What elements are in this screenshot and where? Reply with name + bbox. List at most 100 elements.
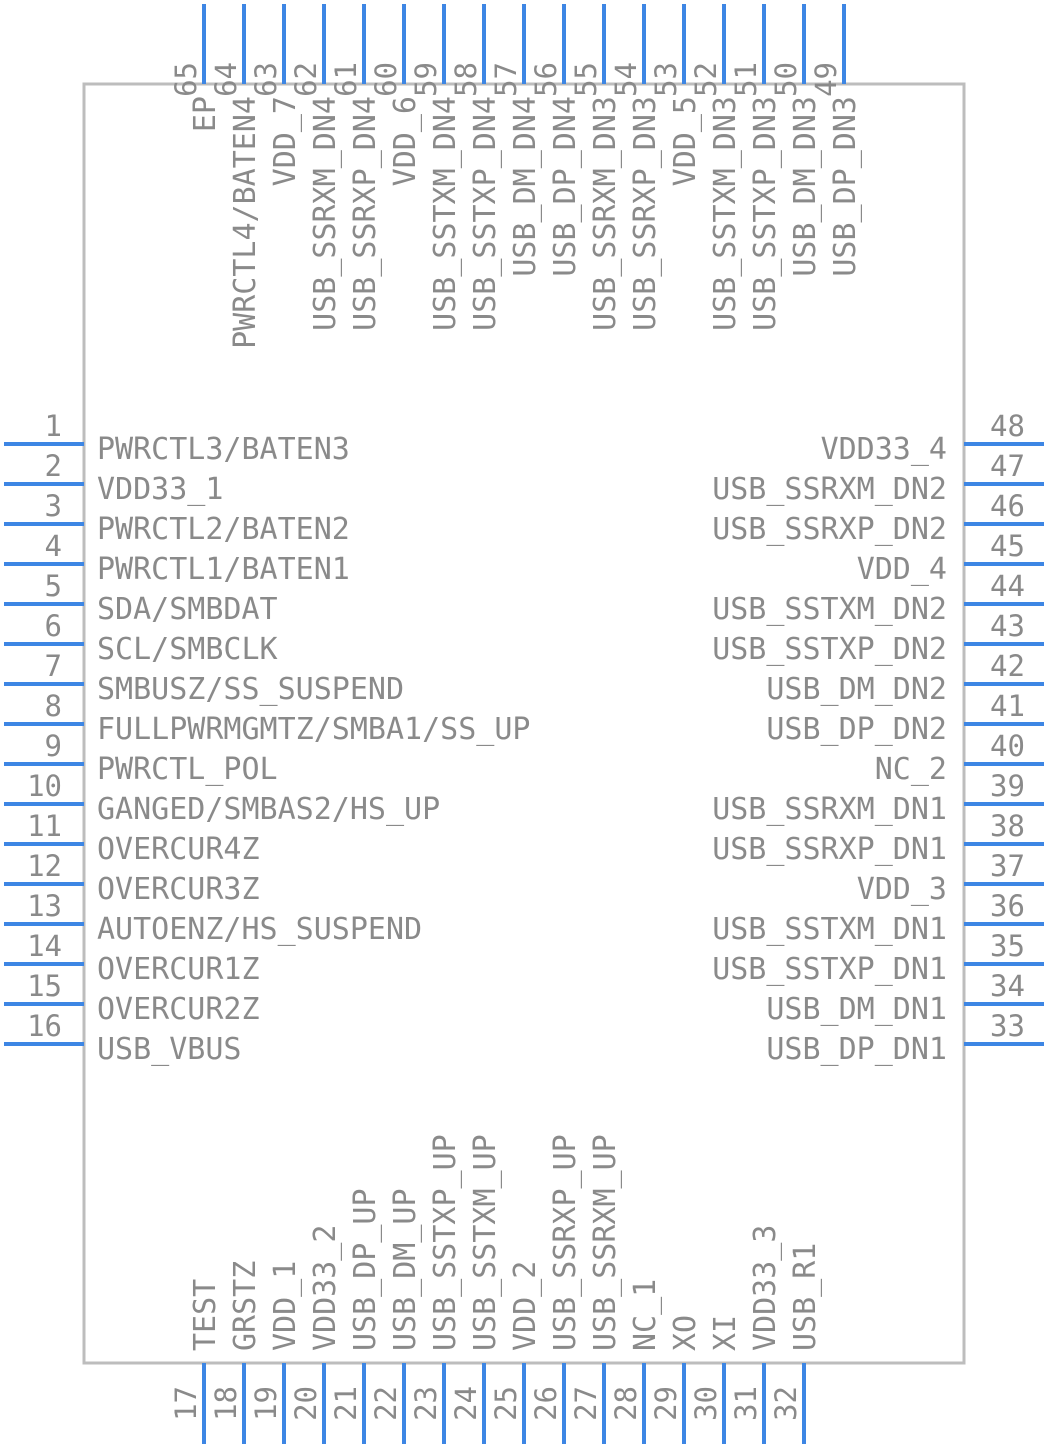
pin-number-58: 58 <box>449 62 483 97</box>
pin-number-40: 40 <box>990 729 1025 763</box>
pin-number-39: 39 <box>990 769 1025 803</box>
pin-label-usb-sstxm-dn3: USB_SSTXM_DN3 <box>708 96 743 331</box>
pin-label-vdd-5: VDD_5 <box>668 96 703 186</box>
pin-number-48: 48 <box>990 409 1025 443</box>
pin-label-usb-dp-dn4: USB_DP_DN4 <box>548 96 583 277</box>
pin-number-42: 42 <box>990 649 1025 683</box>
pin-label-usb-sstxp-up: USB_SSTXP_UP <box>428 1134 463 1351</box>
pin-number-41: 41 <box>990 689 1025 723</box>
pin-number-12: 12 <box>27 849 62 883</box>
pin-number-18: 18 <box>209 1386 243 1421</box>
pin-number-16: 16 <box>27 1009 62 1043</box>
pin-number-53: 53 <box>649 62 683 97</box>
pin-label-usb-ssrxp-up: USB_SSRXP_UP <box>548 1134 583 1351</box>
pin-number-17: 17 <box>169 1386 203 1421</box>
pin-number-54: 54 <box>609 62 643 97</box>
pin-number-8: 8 <box>45 689 62 723</box>
pin-label-pwrctl1-baten1: PWRCTL1/BATEN1 <box>97 552 350 587</box>
pin-number-24: 24 <box>449 1386 483 1421</box>
pin-label-vdd-1: VDD_1 <box>268 1261 303 1351</box>
pin-label-usb-ssrxm-dn1: USB_SSRXM_DN1 <box>712 792 947 827</box>
pin-number-61: 61 <box>329 62 363 97</box>
pin-label-xo: XO <box>668 1315 703 1351</box>
pin-number-29: 29 <box>649 1386 683 1421</box>
pin-label-usb-vbus: USB_VBUS <box>97 1032 242 1067</box>
pin-number-27: 27 <box>569 1386 603 1421</box>
pin-label-sda-smbdat: SDA/SMBDAT <box>97 592 278 627</box>
pin-label-smbusz-ss-suspend: SMBUSZ/SS_SUSPEND <box>97 672 404 707</box>
pin-number-23: 23 <box>409 1386 443 1421</box>
pin-number-43: 43 <box>990 609 1025 643</box>
pin-number-22: 22 <box>369 1386 403 1421</box>
pin-label-nc-2: NC_2 <box>875 752 947 787</box>
pin-number-47: 47 <box>990 449 1025 483</box>
pin-number-31: 31 <box>729 1386 763 1421</box>
pin-label-vdd33-1: VDD33_1 <box>97 472 223 507</box>
pin-number-26: 26 <box>529 1386 563 1421</box>
pin-number-15: 15 <box>27 969 62 1003</box>
pin-label-usb-ssrxm-dn2: USB_SSRXM_DN2 <box>712 472 947 507</box>
pin-label-xi: XI <box>708 1315 743 1351</box>
pin-label-nc-1: NC_1 <box>628 1279 663 1351</box>
pin-label-usb-sstxp-dn3: USB_SSTXP_DN3 <box>748 96 783 331</box>
pin-label-scl-smbclk: SCL/SMBCLK <box>97 632 278 667</box>
pin-label-usb-ssrxm-dn3: USB_SSRXM_DN3 <box>588 96 623 331</box>
pin-label-usb-dp-dn2: USB_DP_DN2 <box>766 712 947 747</box>
pin-label-overcur1z: OVERCUR1Z <box>97 952 260 987</box>
pin-number-1: 1 <box>45 409 62 443</box>
pin-number-44: 44 <box>990 569 1025 603</box>
pin-label-vdd33-3: VDD33_3 <box>748 1225 783 1351</box>
pin-label-test: TEST <box>188 1279 223 1351</box>
pin-label-usb-sstxp-dn4: USB_SSTXP_DN4 <box>468 96 503 331</box>
pin-number-59: 59 <box>409 62 443 97</box>
pin-label-vdd-7: VDD_7 <box>268 96 303 186</box>
pin-number-51: 51 <box>729 62 763 97</box>
pin-number-50: 50 <box>769 62 803 97</box>
pin-number-37: 37 <box>990 849 1025 883</box>
pin-label-grstz: GRSTZ <box>228 1261 263 1351</box>
pin-label-usb-dm-dn2: USB_DM_DN2 <box>766 672 947 707</box>
pin-number-36: 36 <box>990 889 1025 923</box>
pin-number-3: 3 <box>45 489 62 523</box>
pin-label-pwrctl2-baten2: PWRCTL2/BATEN2 <box>97 512 350 547</box>
pin-label-vdd33-2: VDD33_2 <box>308 1225 343 1351</box>
pin-label-pwrctl4-baten4: PWRCTL4/BATEN4 <box>228 96 263 349</box>
pin-label-usb-r1: USB_R1 <box>788 1243 823 1351</box>
pin-number-2: 2 <box>45 449 62 483</box>
pin-label-usb-sstxm-dn1: USB_SSTXM_DN1 <box>712 912 947 947</box>
ic-body-outline <box>82 82 966 1365</box>
pin-number-55: 55 <box>569 62 603 97</box>
pin-label-usb-ssrxp-dn4: USB_SSRXP_DN4 <box>348 96 383 331</box>
pin-number-32: 32 <box>769 1386 803 1421</box>
pin-number-13: 13 <box>27 889 62 923</box>
pin-number-25: 25 <box>489 1386 523 1421</box>
pin-number-34: 34 <box>990 969 1025 1003</box>
pin-number-11: 11 <box>27 809 62 843</box>
pin-label-usb-ssrxp-dn2: USB_SSRXP_DN2 <box>712 512 947 547</box>
pin-label-usb-dp-dn3: USB_DP_DN3 <box>828 96 863 277</box>
pin-number-65: 65 <box>169 62 203 97</box>
pin-number-10: 10 <box>27 769 62 803</box>
pin-number-7: 7 <box>45 649 62 683</box>
pin-label-usb-dp-dn1: USB_DP_DN1 <box>766 1032 947 1067</box>
pin-label-fullpwrmgmtz-smba1-ss-up: FULLPWRMGMTZ/SMBA1/SS_UP <box>97 712 530 747</box>
pin-label-overcur3z: OVERCUR3Z <box>97 872 260 907</box>
pin-number-38: 38 <box>990 809 1025 843</box>
pin-label-usb-ssrxm-up: USB_SSRXM_UP <box>588 1134 623 1351</box>
pin-number-19: 19 <box>249 1386 283 1421</box>
pin-number-56: 56 <box>529 62 563 97</box>
pin-number-9: 9 <box>45 729 62 763</box>
pin-label-usb-dm-dn3: USB_DM_DN3 <box>788 96 823 277</box>
pin-number-4: 4 <box>45 529 62 563</box>
pins-layer: 1PWRCTL3/BATEN32VDD33_13PWRCTL2/BATEN24P… <box>4 4 1044 1444</box>
pin-label-usb-sstxp-dn1: USB_SSTXP_DN1 <box>712 952 947 987</box>
pin-label-vdd33-4: VDD33_4 <box>821 432 947 467</box>
pin-number-33: 33 <box>990 1009 1025 1043</box>
pin-number-30: 30 <box>689 1386 723 1421</box>
pin-number-46: 46 <box>990 489 1025 523</box>
pin-number-49: 49 <box>809 62 843 97</box>
pin-number-64: 64 <box>209 62 243 97</box>
pin-label-ep: EP <box>188 96 223 132</box>
pin-label-usb-ssrxm-dn4: USB_SSRXM_DN4 <box>308 96 343 331</box>
